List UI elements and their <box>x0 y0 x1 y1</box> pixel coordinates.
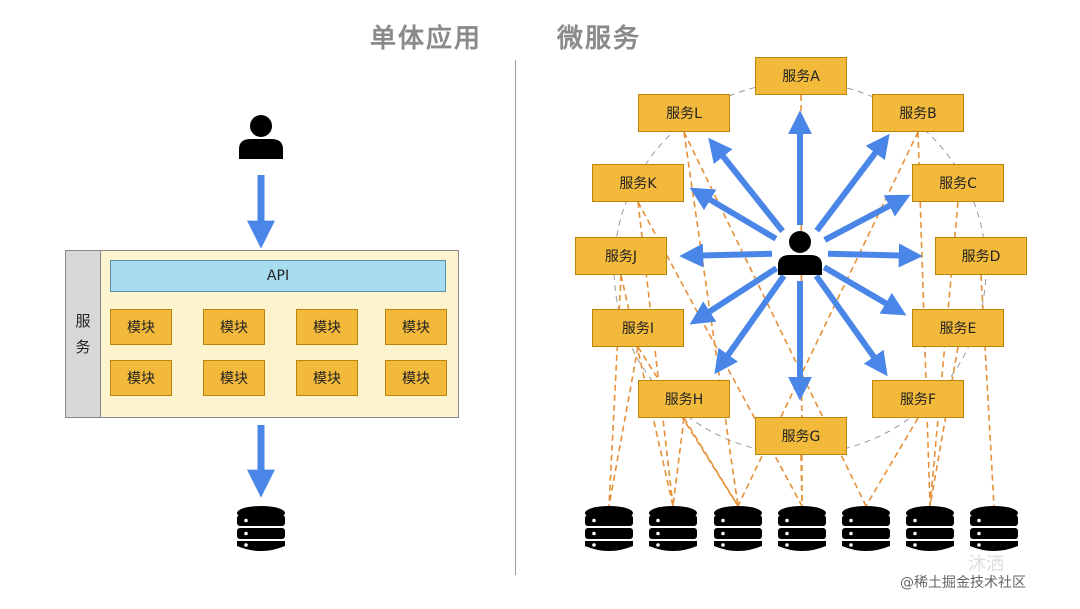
monolith-service-column: 服务 <box>65 250 101 418</box>
database-icon <box>649 506 697 551</box>
database-icon <box>585 506 633 551</box>
module-box: 模块 <box>203 309 265 345</box>
database-icon <box>842 506 890 551</box>
service-d-box: 服务D <box>935 237 1027 275</box>
service-f-box: 服务F <box>872 380 964 418</box>
service-i-box: 服务I <box>592 309 684 347</box>
request-arrow <box>679 243 773 268</box>
db-link <box>929 346 959 507</box>
microservice-databases <box>585 506 1018 551</box>
database-icon <box>237 506 285 551</box>
module-box: 模块 <box>296 309 358 345</box>
monolith-title: 单体应用 <box>370 24 483 54</box>
request-arrow <box>814 133 890 233</box>
db-link <box>980 274 995 507</box>
service-b-box: 服务B <box>872 94 964 132</box>
request-arrow <box>823 194 911 243</box>
db-link <box>608 346 639 507</box>
user-icon <box>778 231 822 275</box>
service-a-box: 服务A <box>755 57 847 95</box>
service-k-box: 服务K <box>592 164 684 202</box>
user-icon <box>239 115 283 159</box>
watermark-site: @稀土掘金技术社区 <box>900 575 1026 591</box>
request-arrow <box>827 243 923 268</box>
request-arrow <box>714 274 787 375</box>
api-bar: API <box>110 260 446 292</box>
module-box: 模块 <box>385 360 447 396</box>
service-j-box: 服务J <box>575 237 667 275</box>
database-icon <box>906 506 954 551</box>
service-c-box: 服务C <box>912 164 1004 202</box>
request-arrows <box>679 110 923 401</box>
module-box: 模块 <box>296 360 358 396</box>
module-box: 模块 <box>203 360 265 396</box>
service-l-box: 服务L <box>638 94 730 132</box>
db-link <box>683 417 739 507</box>
request-arrow <box>689 187 778 242</box>
module-box: 模块 <box>385 309 447 345</box>
service-h-box: 服务H <box>638 380 730 418</box>
request-arrow <box>822 264 907 316</box>
request-arrow <box>708 137 785 233</box>
request-arrow <box>689 265 779 325</box>
db-link <box>672 417 685 507</box>
database-icon <box>778 506 826 551</box>
monolith-service-label: 服务 <box>75 312 91 356</box>
module-box: 模块 <box>110 309 172 345</box>
db-link <box>608 274 622 507</box>
database-icon <box>714 506 762 551</box>
microservices-title: 微服务 <box>557 24 642 54</box>
service-g-box: 服务G <box>755 417 847 455</box>
db-link <box>637 346 739 507</box>
db-link <box>865 417 919 507</box>
request-arrow <box>813 274 888 377</box>
watermark-brand: 沐洒 <box>968 554 1004 575</box>
center-divider <box>515 60 516 575</box>
database-icon <box>970 506 1018 551</box>
module-box: 模块 <box>110 360 172 396</box>
service-e-box: 服务E <box>912 309 1004 347</box>
